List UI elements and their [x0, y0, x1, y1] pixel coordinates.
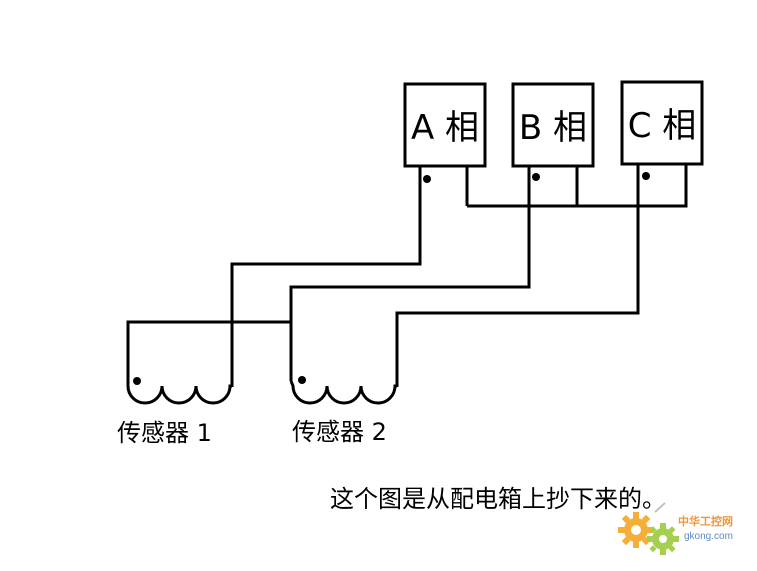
gear-right-icon	[647, 523, 679, 555]
gear-left-icon	[618, 512, 654, 548]
watermark-url: gkong.com	[684, 531, 733, 542]
phase-a-box: A 相	[403, 82, 487, 168]
watermark-title: 中华工控网	[678, 514, 733, 528]
gkong-watermark-logo: 中华工控网 gkong.com	[618, 502, 733, 555]
phase-c-wire	[395, 206, 640, 387]
sensor-1-return-wire	[126, 320, 291, 385]
phase-c-dot	[642, 172, 650, 180]
sensor-1-dot	[133, 377, 141, 385]
phase-b-dot	[532, 173, 540, 181]
phase-a-label: A 相	[411, 108, 479, 148]
sensor-2-coil	[289, 380, 397, 405]
phase-b-box: B 相	[511, 82, 595, 168]
sensor-1-label: 传感器 1	[117, 419, 212, 447]
phase-b-wire	[289, 206, 531, 381]
wires	[126, 190, 686, 387]
sensor-2-label: 传感器 2	[292, 418, 387, 446]
phase-a-dot	[423, 175, 431, 183]
phase-a-wire	[230, 190, 422, 387]
terminals	[418, 164, 688, 208]
polarity-dots	[133, 172, 650, 385]
phase-c-box: C 相	[620, 80, 704, 166]
phase-c-label: C 相	[628, 106, 697, 146]
sensor-1-coil	[126, 384, 232, 405]
phase-b-label: B 相	[519, 108, 587, 148]
diagram-caption: 这个图是从配电箱上抄下来的。	[330, 485, 666, 513]
sensor-2-dot	[298, 376, 306, 384]
